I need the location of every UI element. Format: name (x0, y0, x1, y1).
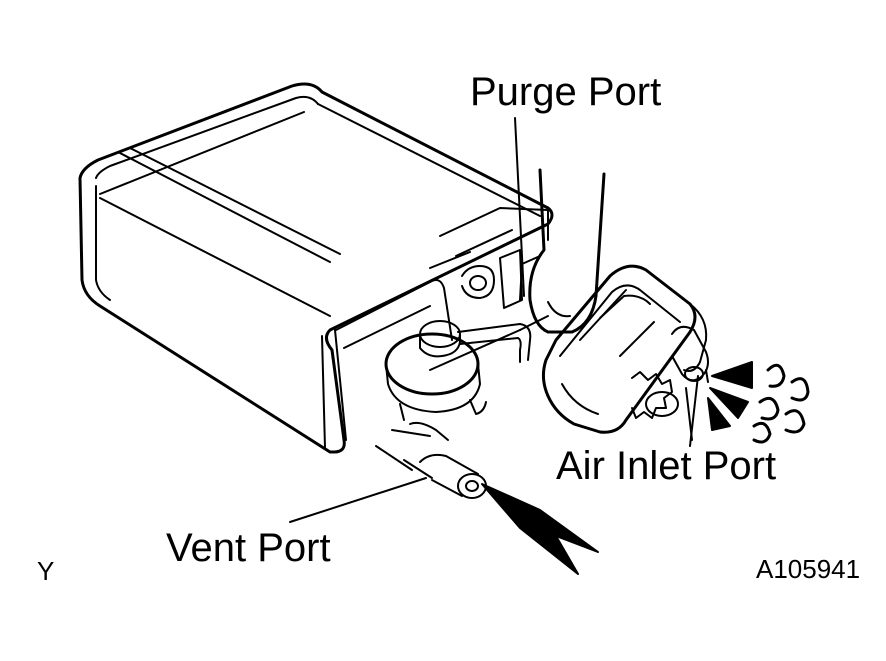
corner-letter: Y (37, 556, 55, 586)
air-inlet-port-label: Air Inlet Port (556, 444, 777, 488)
vent-port-label: Vent Port (166, 526, 331, 570)
vent-port-pipe (375, 421, 487, 499)
airflow-arrow (481, 483, 599, 575)
purge-port-leader (514, 117, 525, 297)
finger-on-purge-port (519, 168, 606, 334)
purge-port-label: Purge Port (470, 70, 662, 114)
canister-end-cap (335, 207, 549, 371)
air-inlet-filter (541, 264, 709, 441)
air-jet-streams (707, 361, 753, 431)
vent-port-leader (289, 477, 427, 523)
air-puff-clouds (752, 363, 810, 444)
leader-lines (289, 117, 699, 523)
figure-code: A105941 (756, 554, 861, 584)
canister-body (78, 82, 554, 454)
diaphragm-valve (384, 320, 532, 421)
air-inlet-port-leader (689, 375, 699, 447)
